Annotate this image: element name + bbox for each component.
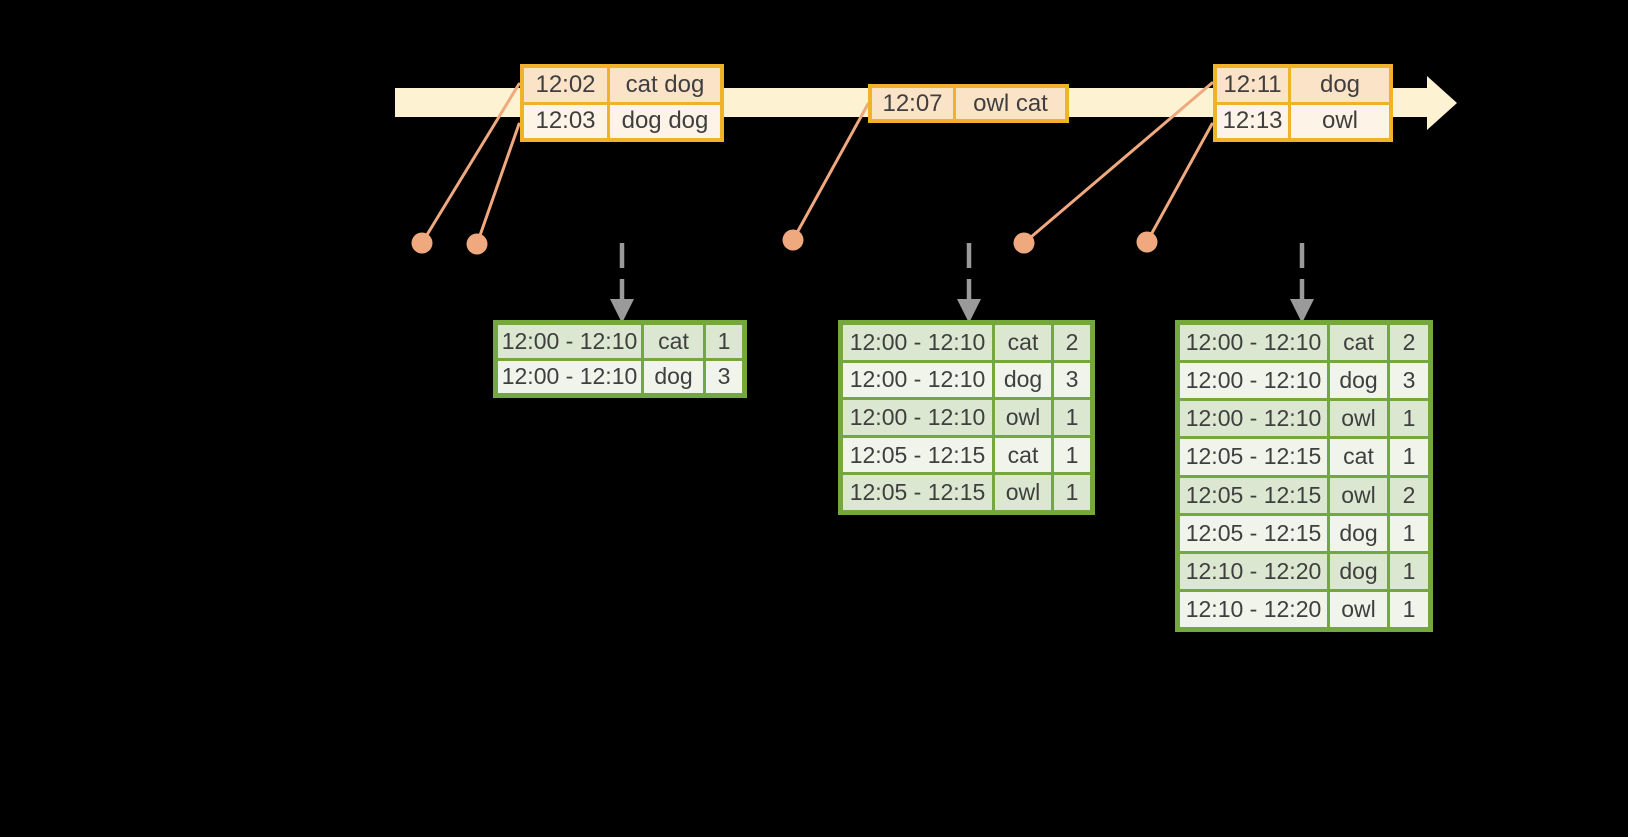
table-cell: 12:13 xyxy=(1217,104,1288,138)
table-cell: 12:00 - 12:10 xyxy=(1180,325,1327,361)
table-cell: owl xyxy=(1291,104,1389,138)
table-cell: 1 xyxy=(1390,439,1428,475)
table-cell: 12:02 xyxy=(524,68,607,102)
table-cell: 2 xyxy=(1390,477,1428,513)
leader-line xyxy=(420,82,521,245)
event-dot xyxy=(782,229,804,251)
trigger-arrow-icon xyxy=(610,243,634,323)
table-cell: 1 xyxy=(1390,591,1428,627)
table-cell: owl xyxy=(1330,477,1387,513)
table-cell: 1 xyxy=(1054,437,1090,473)
table-cell: dog xyxy=(1330,363,1387,399)
trigger-arrow-icon xyxy=(1290,243,1314,323)
timeline-arrowhead-icon xyxy=(1427,76,1457,130)
table-cell: 12:05 - 12:15 xyxy=(843,475,992,510)
table-cell: dog xyxy=(1330,553,1387,589)
table-cell: 12:05 - 12:15 xyxy=(843,437,992,473)
table-cell: 12:00 - 12:10 xyxy=(843,362,992,398)
table-cell: cat xyxy=(644,325,703,358)
table-cell: owl xyxy=(1330,591,1387,627)
table-cell: cat xyxy=(1330,325,1387,361)
table-cell: cat xyxy=(1330,439,1387,475)
event-dot xyxy=(1136,231,1158,253)
leader-line xyxy=(1022,81,1214,245)
table-cell: dog xyxy=(1330,515,1387,551)
event-dot xyxy=(466,233,488,255)
table-cell: 12:05 - 12:15 xyxy=(1180,477,1327,513)
table-cell: 12:00 - 12:10 xyxy=(498,360,641,393)
table-cell: cat xyxy=(995,437,1051,473)
table-cell: 12:07 xyxy=(872,88,953,119)
table-cell: 12:10 - 12:20 xyxy=(1180,553,1327,589)
table-cell: 1 xyxy=(1390,515,1428,551)
table-cell: 12:00 - 12:10 xyxy=(843,325,992,360)
table-cell: 12:10 - 12:20 xyxy=(1180,591,1327,627)
table-cell: 12:11 xyxy=(1217,68,1288,102)
table-cell: 1 xyxy=(706,325,742,358)
table-cell: 1 xyxy=(1054,475,1090,510)
table-cell: 2 xyxy=(1054,325,1090,360)
table-cell: dog xyxy=(995,362,1051,398)
table-cell: 1 xyxy=(1390,553,1428,589)
table-cell: owl xyxy=(995,475,1051,510)
table-cell: 3 xyxy=(706,360,742,393)
event-dot xyxy=(1013,232,1035,254)
leader-line xyxy=(1145,122,1214,244)
table-cell: 12:00 - 12:10 xyxy=(1180,363,1327,399)
table-cell: 12:00 - 12:10 xyxy=(843,400,992,435)
table-cell: 12:00 - 12:10 xyxy=(498,325,641,358)
table-cell: 12:00 - 12:10 xyxy=(1180,401,1327,437)
table-cell: 1 xyxy=(1390,401,1428,437)
table-cell: owl xyxy=(1330,401,1387,437)
trigger-arrow-icon xyxy=(957,243,981,323)
table-cell: 12:05 - 12:15 xyxy=(1180,439,1327,475)
table-cell: cat xyxy=(995,325,1051,360)
table-cell: 12:05 - 12:15 xyxy=(1180,515,1327,551)
table-cell: 12:03 xyxy=(524,104,607,138)
leader-line xyxy=(791,102,870,242)
table-cell: 2 xyxy=(1390,325,1428,361)
table-cell: cat dog xyxy=(610,68,720,102)
table-cell: dog dog xyxy=(610,104,720,138)
table-cell: dog xyxy=(1291,68,1389,102)
table-cell: owl xyxy=(995,400,1051,435)
event-dot xyxy=(411,232,433,254)
table-cell: 3 xyxy=(1390,363,1428,399)
table-cell: owl cat xyxy=(956,88,1065,119)
table-cell: dog xyxy=(644,360,703,393)
leader-line xyxy=(475,122,521,246)
table-cell: 3 xyxy=(1054,362,1090,398)
table-cell: 1 xyxy=(1054,400,1090,435)
